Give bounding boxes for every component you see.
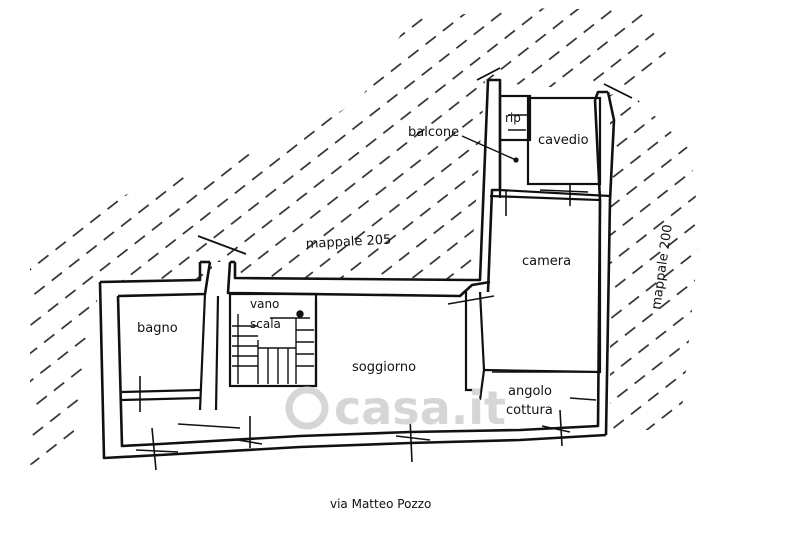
interior-walls: [121, 94, 611, 411]
room-labels: rip balcone cavedio mappale 205 mappale …: [137, 111, 676, 418]
label-rip: rip: [505, 111, 521, 125]
label-bagno: bagno: [137, 321, 178, 336]
label-balcone: balcone: [408, 125, 459, 140]
opening-ticks: [135, 114, 597, 471]
label-cottura: cottura: [506, 403, 553, 418]
staircase: [232, 310, 314, 384]
label-scala: scala: [250, 317, 281, 331]
watermark-text: casa.it: [334, 381, 506, 435]
label-angolo: angolo: [508, 384, 552, 399]
label-soggiorno: soggiorno: [352, 360, 416, 375]
corner-ticks: [197, 67, 633, 255]
hatch-area-mappale-205: [30, 8, 670, 465]
watermark: casa.it: [285, 381, 506, 435]
label-vano: vano: [250, 297, 279, 311]
building-mask: [100, 82, 610, 458]
balcone-pointer: [461, 135, 519, 163]
label-camera: camera: [522, 254, 571, 269]
hatch-area-mappale-200: [610, 90, 700, 430]
label-mappale-205: mappale 205: [305, 233, 391, 252]
label-cavedio: cavedio: [538, 133, 589, 148]
street-label: via Matteo Pozzo: [330, 497, 431, 511]
